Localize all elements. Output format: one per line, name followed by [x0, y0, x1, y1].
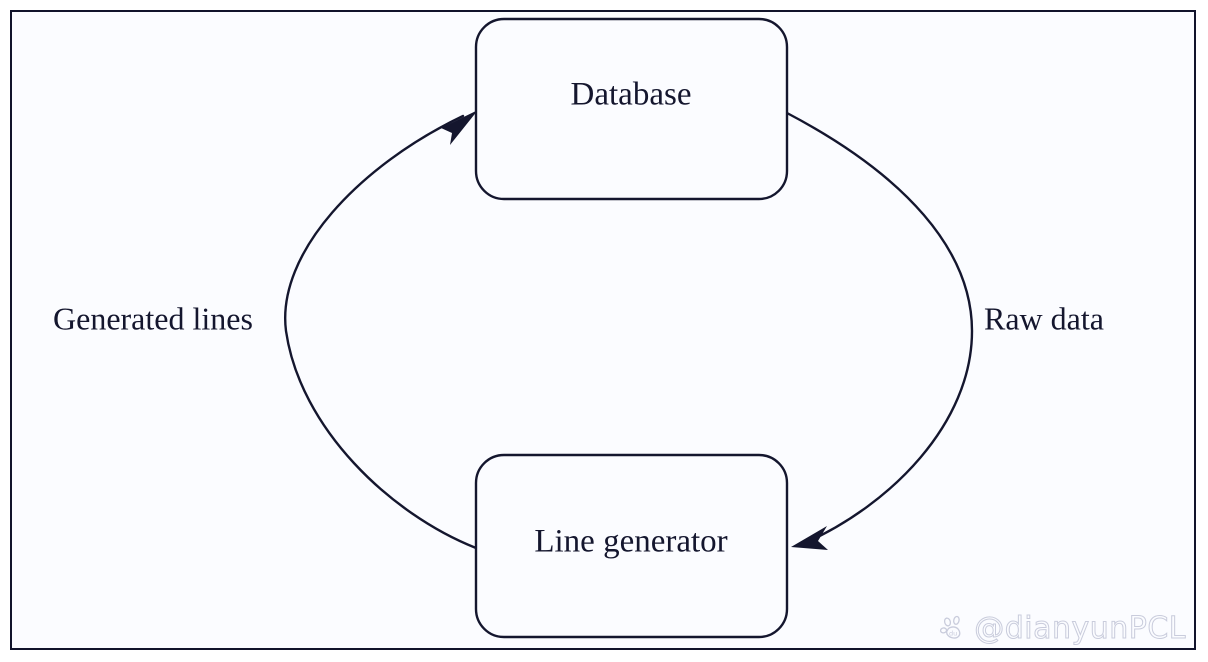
node-line-generator-box[interactable]	[474, 453, 789, 639]
edge-label-raw-data: Raw data	[984, 300, 1104, 336]
edge-generated-lines: Generated lines	[53, 110, 478, 550]
node-line-generator[interactable]: Line generator	[474, 453, 789, 639]
edge-raw-data-path	[785, 111, 974, 545]
edge-raw-data-arrowhead	[791, 526, 828, 550]
edge-raw-data: Raw data	[785, 111, 1104, 550]
node-database-label: Database	[571, 77, 692, 113]
edge-generated-lines-arrowhead	[441, 110, 478, 145]
node-database-box[interactable]	[474, 17, 789, 201]
node-line-generator-label: Line generator	[534, 524, 727, 560]
edge-generated-lines-path	[283, 114, 478, 550]
edge-label-generated-lines: Generated lines	[53, 300, 253, 336]
node-database[interactable]: Database	[474, 17, 789, 201]
